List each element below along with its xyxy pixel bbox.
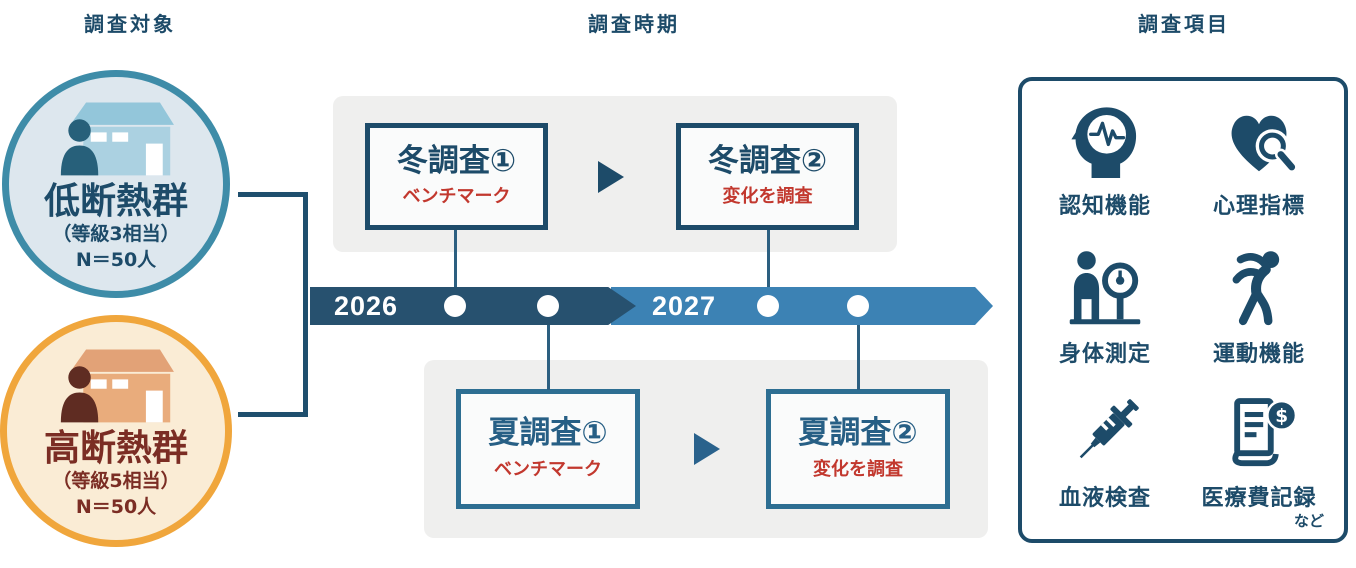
timeline-dot [847,295,869,317]
timeline-2026-segment [310,287,636,325]
item-label: 医療費記録 [1201,486,1317,511]
syringe-icon [1079,399,1139,459]
header-survey-subjects: 調査対象 [84,12,176,36]
item-suffix: など [1293,512,1324,530]
header-survey-timing: 調査時期 [588,12,680,36]
survey-title: 冬調査② [707,142,828,179]
house-person-icon [60,349,174,423]
bracket-line [238,412,308,417]
winter-survey-1-box: 冬調査① ベンチマーク [365,123,548,230]
item-motor-function: 運動機能 [1184,247,1334,368]
header-survey-items: 調査項目 [1138,12,1230,36]
group-name: 高断熱群 [43,428,188,470]
timeline-year-2026: 2026 [334,291,399,321]
winter-survey-2-box: 冬調査② 変化を調査 [676,123,859,230]
item-cognitive-function: 認知機能 [1030,99,1180,220]
bracket-line [303,192,308,417]
svg-text:$: $ [1275,406,1288,427]
person-scale-icon [1069,251,1141,325]
item-body-measurement: 身体測定 [1030,247,1180,368]
arrow-right-icon [598,161,624,193]
timeline-year-2027: 2027 [652,291,717,321]
survey-title: 夏調査② [798,415,918,452]
survey-title: 夏調査① [488,415,608,452]
item-blood-test: 血液検査 [1030,391,1180,512]
survey-subtitle: 変化を調査 [722,186,813,208]
survey-subtitle: ベンチマーク [402,186,511,208]
heart-magnifier-icon [1231,115,1299,174]
receipt-dollar-icon: $ [1232,398,1298,467]
survey-subtitle: ベンチマーク [494,458,602,480]
group-low-insulation: 低断熱群 （等級3相当） N＝50人 [2,70,230,298]
connector-line [857,324,860,390]
timeline-dot [444,295,466,317]
item-label: 認知機能 [1058,194,1151,219]
item-label: 身体測定 [1058,342,1151,367]
group-high-insulation: 高断熱群 （等級5相当） N＝50人 [0,315,232,547]
item-label: 運動機能 [1212,342,1305,367]
stretching-person-icon [1232,251,1280,326]
group-name: 低断熱群 [43,181,188,223]
summer-survey-2-box: 夏調査② 変化を調査 [766,389,950,509]
item-label: 心理指標 [1212,194,1305,219]
timeline-2027-segment [611,287,993,325]
group-grade: （等級5相当） [52,470,180,493]
item-medical-cost-records: $ 医療費記録 など [1184,391,1334,531]
connector-line [547,324,550,390]
group-sample-size: N＝50人 [75,248,157,271]
connector-line [767,230,770,288]
survey-subtitle: 変化を調査 [813,458,903,480]
brain-head-icon [1071,107,1137,178]
group-sample-size: N＝50人 [75,495,157,518]
summer-survey-1-box: 夏調査① ベンチマーク [456,389,640,509]
item-psychological-index: 心理指標 [1184,99,1334,220]
connector-line [454,230,457,288]
bracket-line [238,192,308,197]
timeline-dot [757,295,779,317]
group-grade: （等級3相当） [52,223,180,246]
survey-title: 冬調査① [396,142,517,179]
arrow-right-icon [694,433,720,465]
house-person-icon [60,102,174,176]
timeline-dot [537,295,559,317]
survey-items-panel: 認知機能 心理指標 身体測定 [1018,77,1348,543]
item-label: 血液検査 [1058,486,1151,511]
